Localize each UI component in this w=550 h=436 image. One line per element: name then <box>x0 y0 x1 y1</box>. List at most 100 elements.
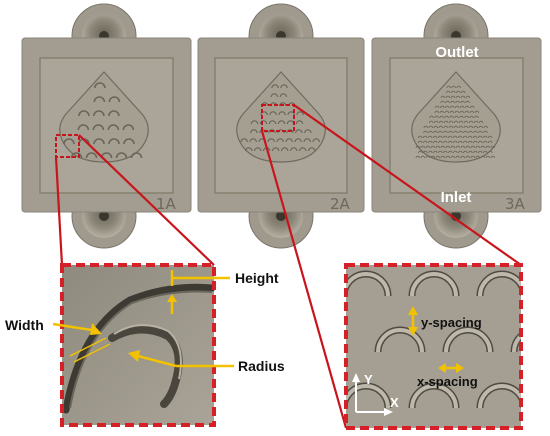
pillar-icon <box>445 95 451 99</box>
pillar-icon <box>443 130 448 134</box>
zoom-background <box>346 265 521 428</box>
leader-line <box>52 322 99 333</box>
pillar-icon <box>464 105 470 109</box>
pillar-icon <box>451 85 456 89</box>
pillar-icon <box>250 120 259 125</box>
pillar-icon <box>464 115 469 119</box>
zoom-callout-right <box>344 263 523 430</box>
pillar-icon <box>453 130 458 134</box>
pillar-icon <box>455 145 461 149</box>
arrow-icon <box>167 294 177 302</box>
pillar-icon <box>449 115 454 119</box>
pillar-icon <box>440 100 445 104</box>
pillar-icon <box>463 125 469 129</box>
pillar-icon <box>483 125 489 129</box>
pillar-icon <box>448 130 453 134</box>
pillar-arc-fill <box>410 384 458 409</box>
pillar-icon <box>483 150 488 154</box>
pillar-icon <box>450 145 456 149</box>
pillar-icon <box>452 135 458 139</box>
pillar-icon <box>453 140 458 144</box>
pillar-icon <box>438 130 443 134</box>
arrow-icon <box>408 327 418 336</box>
pillar-icon <box>280 84 288 89</box>
pillar-icon <box>444 115 449 119</box>
pillar-icon <box>77 124 90 131</box>
pillar-icon <box>454 115 459 119</box>
pillar-icon <box>473 140 478 144</box>
pillar-icon <box>487 135 493 139</box>
pillar-icon <box>463 150 468 154</box>
pillar-arc <box>108 325 183 408</box>
pillar-icon <box>455 155 461 159</box>
chamber-outline <box>411 71 501 163</box>
pillar-icon <box>443 120 449 124</box>
pillar-arc-fill <box>478 272 521 297</box>
pillar-icon <box>420 145 426 149</box>
pillar-icon <box>434 115 439 119</box>
pillar-icon <box>478 140 483 144</box>
pillar-icon <box>423 150 428 154</box>
pillar-arc-fill <box>346 272 390 297</box>
pillar-icon <box>446 90 451 94</box>
pillar-icon <box>303 138 311 143</box>
pillar-icon <box>490 145 496 149</box>
pillar-icon <box>474 115 479 119</box>
pillar-icon <box>445 100 450 104</box>
pillar-icon <box>259 120 268 125</box>
pillar-icon <box>249 138 257 143</box>
pillar-icon <box>108 110 120 117</box>
pillar-icon <box>269 111 277 116</box>
pillar-icon <box>468 130 473 134</box>
pillar-icon <box>438 140 443 144</box>
axis-y-label: Y <box>364 372 373 387</box>
radius-arrow <box>137 354 177 368</box>
highlight-box <box>55 134 80 158</box>
pillar-icon <box>463 140 468 144</box>
pillar-icon <box>485 155 491 159</box>
pillar-icon <box>418 150 423 154</box>
pillar-icon <box>415 145 421 149</box>
pillar-icon <box>434 105 440 109</box>
pillar-icon <box>443 140 448 144</box>
pillar-icon <box>433 125 439 129</box>
pillar-icon <box>473 150 478 154</box>
height-label: Height <box>235 270 279 286</box>
axis-icon: Y X <box>352 372 399 416</box>
pillar-icon <box>465 155 471 159</box>
pillar-icon <box>270 93 279 98</box>
pillar-icon <box>458 150 463 154</box>
pillar-icon <box>307 147 316 152</box>
pillar-icon <box>428 130 433 134</box>
pillar-icon <box>453 120 459 124</box>
pillar-icon <box>304 129 312 134</box>
pillar-icon <box>469 105 475 109</box>
pillar-icon <box>122 124 135 131</box>
pillar-icon <box>473 125 479 129</box>
pillar-icon <box>451 90 456 94</box>
pillar-icon <box>454 105 460 109</box>
pillar-icon <box>440 155 446 159</box>
pillar-icon <box>450 100 455 104</box>
pillar-icon <box>429 115 434 119</box>
pillar-icon <box>428 125 434 129</box>
y-spacing-annotation: y-spacing <box>408 306 482 336</box>
callout-border <box>344 263 523 430</box>
pillar-icon <box>425 145 431 149</box>
pillar-icon <box>430 145 436 149</box>
pillar-icon <box>488 150 493 154</box>
pillar-icon <box>459 110 465 114</box>
pillar-icon <box>458 130 463 134</box>
pillar-icon <box>469 115 474 119</box>
radius-label: Radius <box>238 358 285 374</box>
callout-border <box>60 263 216 427</box>
pillar-icon <box>433 130 438 134</box>
pillar-icon <box>459 115 464 119</box>
pillar-array <box>415 85 496 159</box>
pillar-icon <box>428 150 433 154</box>
pillar-arc-fill <box>410 272 458 297</box>
pillar-icon <box>448 125 454 129</box>
width-indicator <box>73 343 111 363</box>
pillar-icon <box>294 138 302 143</box>
pillar-icon <box>458 120 464 124</box>
